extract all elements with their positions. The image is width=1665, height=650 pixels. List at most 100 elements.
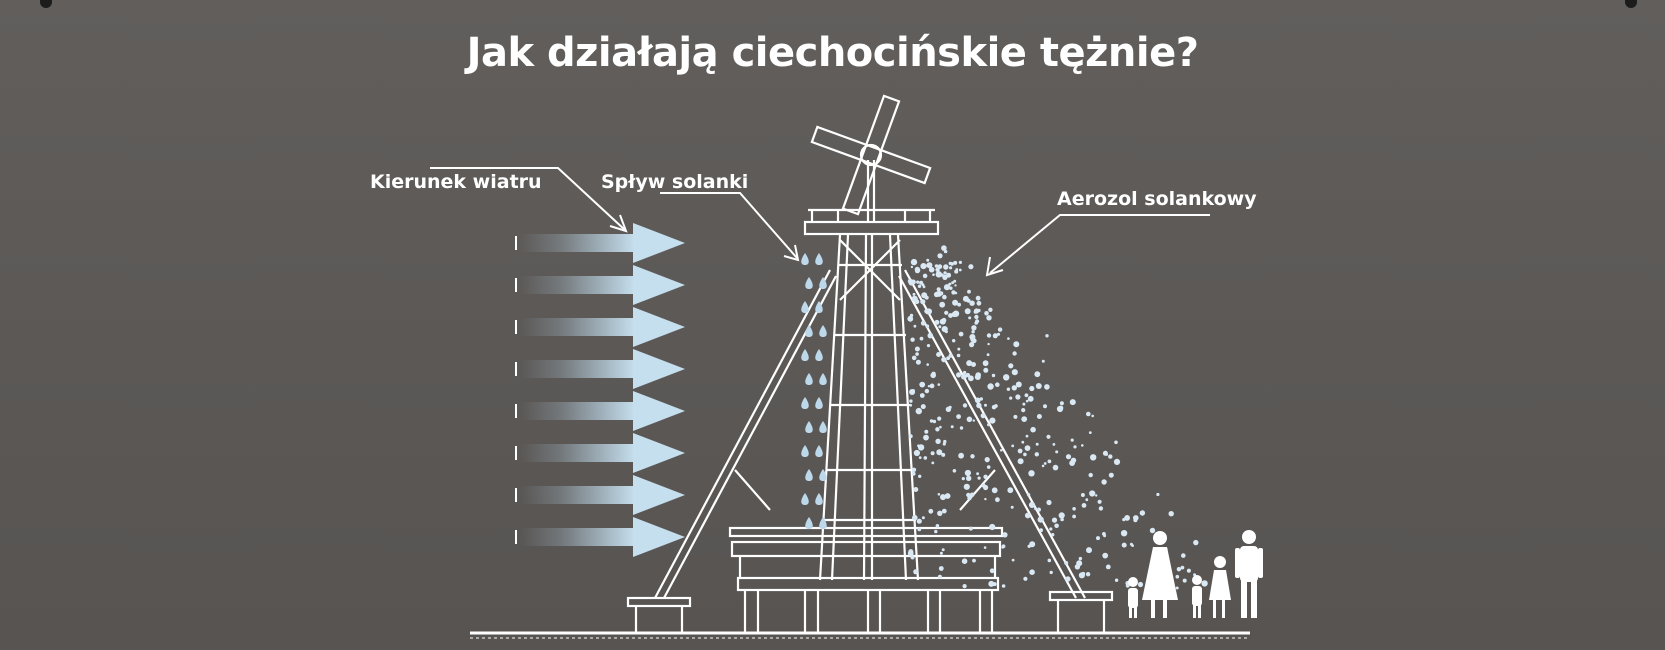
aerosol-dot — [956, 353, 961, 358]
aerosol-dot — [939, 318, 946, 325]
leader-brine-arrowhead — [783, 244, 800, 262]
aerosol-dot — [1017, 448, 1023, 454]
aerosol-dot — [951, 290, 956, 295]
aerosol-dot — [986, 465, 991, 469]
aerosol-dot — [975, 397, 981, 403]
aerosol-dot — [976, 472, 979, 476]
aerosol-dot — [976, 402, 982, 409]
aerosol-dot — [1029, 541, 1036, 548]
aerosol-dot — [1001, 544, 1006, 549]
aerosol-dot — [989, 523, 996, 531]
aerosol-dot — [963, 483, 970, 490]
aerosol-dot — [921, 516, 925, 520]
person-child-middle — [1192, 575, 1202, 618]
aerosol-dot — [937, 510, 943, 516]
aerosol-dot — [987, 342, 990, 346]
aerosol-dot — [1095, 494, 1098, 497]
aerosol-dot — [937, 416, 942, 421]
board-title: Jak działają ciechocińskie tężnie? — [466, 30, 1199, 76]
aerosol-dot — [987, 423, 990, 427]
aerosol-dot — [961, 477, 965, 481]
aerosol-dot — [907, 315, 914, 322]
aerosol-dot — [1168, 511, 1174, 517]
aerosol-dot — [1086, 547, 1092, 554]
windmill — [810, 94, 932, 216]
brine-drop — [801, 301, 809, 313]
person-man — [1235, 530, 1263, 618]
brine-aerosol-dots — [907, 245, 1208, 592]
aerosol-dot — [911, 295, 918, 302]
aerosol-dot — [1009, 396, 1013, 400]
aerosol-dot — [975, 295, 981, 301]
aerosol-dot — [937, 253, 943, 259]
brine-drop — [815, 397, 823, 409]
aerosol-dot — [919, 336, 924, 341]
aerosol-dot — [952, 299, 959, 306]
aerosol-dot — [913, 569, 919, 575]
label-brine-aerosol: Aerozol solankowy — [1057, 188, 1257, 210]
aerosol-dot — [968, 264, 974, 270]
aerosol-dot — [928, 266, 935, 273]
aerosol-dot — [914, 346, 920, 352]
aerosol-dot — [1030, 426, 1036, 433]
aerosol-dot — [1073, 445, 1077, 449]
brine-drop — [805, 325, 813, 337]
aerosol-dot — [1021, 416, 1028, 422]
aerosol-dot — [1013, 414, 1018, 419]
aerosol-dot — [919, 393, 925, 398]
aerosol-dot — [984, 497, 987, 501]
aerosol-dot — [935, 267, 940, 272]
brine-drop — [819, 517, 827, 529]
aerosol-dot — [953, 260, 958, 265]
brine-drop — [815, 253, 823, 265]
leader-wind — [430, 167, 626, 231]
aerosol-dot — [920, 320, 926, 326]
aerosol-dot — [966, 360, 973, 367]
aerosol-dot — [988, 307, 993, 312]
aerosol-dot — [961, 373, 967, 380]
aerosol-dot — [1022, 402, 1026, 406]
leader-aerosol — [989, 214, 1210, 274]
aerosol-dot — [1028, 470, 1035, 477]
aerosol-dot — [1108, 454, 1113, 459]
aerosol-dot — [1015, 394, 1021, 400]
brine-drop — [801, 397, 809, 409]
aerosol-dot — [927, 332, 934, 339]
aerosol-dot — [1001, 584, 1006, 588]
aerosol-dot — [1102, 552, 1109, 559]
aerosol-dot — [984, 457, 990, 463]
aerosol-dot — [968, 526, 973, 531]
brine-drop — [815, 349, 823, 361]
aerosol-dot — [971, 325, 977, 331]
aerosol-dot — [1024, 512, 1031, 519]
aerosol-dot — [1176, 567, 1182, 572]
aerosol-dot — [1059, 401, 1064, 406]
aerosol-dot — [926, 344, 931, 348]
aerosol-dot — [928, 508, 934, 514]
aerosol-dot — [971, 362, 976, 367]
aerosol-dot — [912, 292, 916, 296]
wind-arrow — [515, 307, 685, 347]
aerosol-dot — [915, 407, 922, 415]
aerosol-dot — [946, 272, 952, 278]
aerosol-dot — [1085, 498, 1089, 502]
aerosol-dot — [944, 310, 949, 315]
aerosol-dot — [1070, 438, 1074, 442]
aerosol-dot — [1034, 507, 1038, 511]
aerosol-dot — [1101, 479, 1107, 485]
aerosol-dot — [910, 280, 914, 284]
aerosol-dot — [1008, 363, 1014, 369]
aerosol-dot — [991, 373, 996, 378]
aerosol-dot — [913, 487, 919, 492]
aerosol-dot — [936, 287, 941, 292]
aerosol-dot — [932, 273, 935, 277]
person-woman — [1142, 531, 1178, 618]
aerosol-dot — [1029, 569, 1035, 575]
brine-drop — [819, 277, 827, 289]
aerosol-dot — [1035, 442, 1039, 446]
brine-drop — [819, 421, 827, 433]
aerosol-dot — [941, 357, 947, 363]
aerosol-dot — [1025, 399, 1029, 403]
aerosol-dot — [944, 493, 951, 499]
aerosol-dot — [931, 461, 935, 465]
